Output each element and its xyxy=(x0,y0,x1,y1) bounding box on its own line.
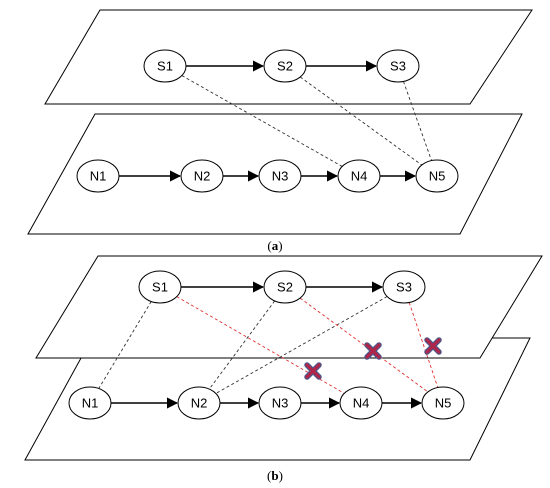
node-s3: S3 xyxy=(376,49,420,83)
node-label: S1 xyxy=(152,280,168,295)
node-label: N5 xyxy=(435,396,452,411)
node-n3: N3 xyxy=(258,159,302,193)
removed-cross-icon xyxy=(304,362,322,380)
node-label: N2 xyxy=(194,169,211,184)
node-n3: N3 xyxy=(258,386,302,420)
node-label: N4 xyxy=(351,169,368,184)
removed-cross-icon xyxy=(364,342,382,360)
node-n1: N1 xyxy=(76,159,120,193)
node-label: N1 xyxy=(90,169,107,184)
node-label: N3 xyxy=(272,396,289,411)
node-label: S2 xyxy=(277,280,293,295)
node-s2: S2 xyxy=(263,270,307,304)
node-label: N5 xyxy=(429,169,446,184)
node-n1: N1 xyxy=(68,386,112,420)
node-label: N3 xyxy=(272,169,289,184)
node-label: S1 xyxy=(157,59,173,74)
link-s2-n5 xyxy=(299,297,429,393)
node-s2: S2 xyxy=(263,49,307,83)
node-n4: N4 xyxy=(339,386,383,420)
node-n5: N5 xyxy=(421,386,465,420)
node-label: S2 xyxy=(277,59,293,74)
node-label: S3 xyxy=(390,59,406,74)
panel-b-caption: (b) xyxy=(267,468,283,483)
removed-cross-icon xyxy=(424,337,442,355)
node-n2: N2 xyxy=(180,159,224,193)
link-s3-n5 xyxy=(403,81,432,161)
node-label: N4 xyxy=(353,396,370,411)
node-n5: N5 xyxy=(415,159,459,193)
link-s3-n5 xyxy=(408,302,439,388)
node-n4: N4 xyxy=(337,159,381,193)
node-label: N2 xyxy=(191,396,208,411)
link-s1-n1 xyxy=(98,301,152,389)
link-s2-n2 xyxy=(208,300,276,390)
node-s1: S1 xyxy=(143,49,187,83)
node-s3: S3 xyxy=(382,270,426,304)
panel-a-caption: (a) xyxy=(267,238,282,253)
node-label: S3 xyxy=(396,280,412,295)
node-n2: N2 xyxy=(177,386,221,420)
node-label: N1 xyxy=(82,396,99,411)
node-s1: S1 xyxy=(138,270,182,304)
